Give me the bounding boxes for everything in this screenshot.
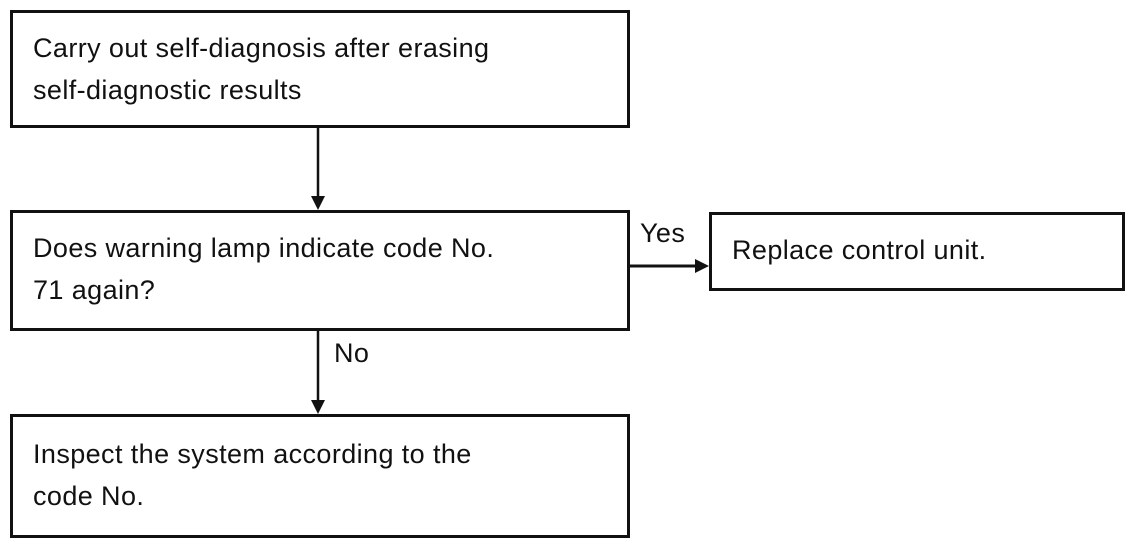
- arrowhead-erase-to-question: [311, 196, 325, 210]
- edge-label-no: No: [334, 338, 370, 368]
- step-inspect-system-text: Inspect the system according to the code…: [33, 439, 472, 511]
- arrowhead-question-to-inspect: [311, 400, 325, 414]
- step-erase-and-diagnose-box: Carry out self-diagnosis after erasing s…: [10, 10, 630, 128]
- step-erase-and-diagnose-text: Carry out self-diagnosis after erasing s…: [33, 33, 490, 105]
- step-inspect-system-box: Inspect the system according to the code…: [10, 414, 630, 538]
- decision-warning-lamp-text: Does warning lamp indicate code No. 71 a…: [33, 233, 495, 305]
- step-replace-control-unit-text: Replace control unit.: [732, 235, 987, 265]
- step-replace-control-unit-box: Replace control unit.: [709, 212, 1125, 291]
- decision-warning-lamp-box: Does warning lamp indicate code No. 71 a…: [10, 210, 630, 331]
- edge-label-yes: Yes: [640, 218, 686, 248]
- arrowhead-question-to-replace: [695, 259, 709, 273]
